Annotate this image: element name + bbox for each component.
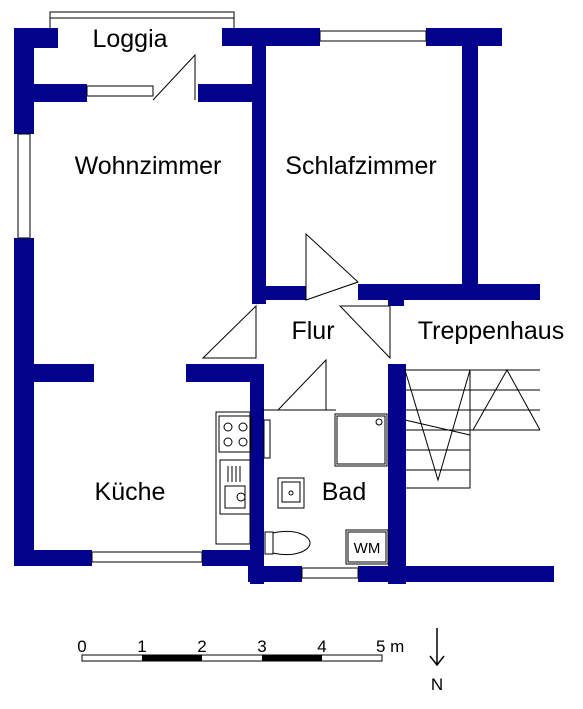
- wall-south-middle: [202, 550, 262, 566]
- door-bath: [277, 358, 327, 411]
- room-label-treppenhaus: Treppenhaus: [418, 317, 564, 345]
- wall-living-bedroom: [252, 28, 266, 304]
- window-living-west: [17, 133, 31, 239]
- bath-radiator: [263, 419, 271, 459]
- door-bedroom-hall: [305, 232, 359, 301]
- scale-bar: 0 1 2 3 4 5 m: [77, 637, 404, 662]
- window-kitchen: [91, 551, 203, 563]
- room-label-kueche: Küche: [95, 478, 166, 506]
- windows: [17, 11, 427, 579]
- walls: [14, 28, 554, 584]
- stove-icon: [218, 415, 252, 453]
- room-label-flur: Flur: [291, 317, 334, 345]
- wall-bedroom-east: [462, 28, 478, 300]
- wall-loggia-left: [14, 28, 34, 90]
- scale-tick-4: 4: [317, 637, 326, 656]
- room-labels: Loggia Wohnzimmer Schlafzimmer Flur Trep…: [75, 25, 565, 506]
- wall-living-kitchen-right: [186, 364, 262, 382]
- wall-west-upper: [14, 84, 34, 134]
- scale-tick-5: 5 m: [376, 637, 404, 656]
- wall-bedroom-south-right: [358, 284, 540, 300]
- shower-tray-icon: [334, 413, 388, 467]
- north-arrowhead-icon: [429, 655, 445, 667]
- doors: [152, 53, 391, 411]
- wall-south-bath-left: [248, 566, 302, 582]
- scale-tick-1: 1: [137, 637, 146, 656]
- wall-stair-post: [388, 284, 404, 306]
- door-living-hall: [201, 304, 257, 359]
- room-label-wohnzimmer: Wohnzimmer: [75, 152, 222, 180]
- scale-tick-3: 3: [257, 637, 266, 656]
- wall-south-left: [14, 550, 92, 566]
- window-bath: [301, 567, 359, 579]
- washing-machine-label: WM: [354, 540, 381, 557]
- door-flat-entrance: [338, 305, 391, 360]
- north-label: N: [431, 675, 443, 694]
- wall-bedroom-south-left: [252, 286, 306, 300]
- window-loggia: [49, 11, 235, 19]
- kitchen-fixtures: [215, 411, 252, 545]
- wall-south-bath-right: [358, 566, 554, 582]
- scale-tick-2: 2: [197, 637, 206, 656]
- scale-tick-0: 0: [77, 637, 86, 656]
- window-living-north: [86, 85, 154, 97]
- window-bedroom: [319, 30, 427, 42]
- staircase: [404, 368, 541, 489]
- door-loggia: [152, 53, 196, 101]
- wall-living-top-right: [198, 84, 262, 102]
- wall-kitchen-bath: [250, 364, 264, 584]
- room-label-loggia: Loggia: [92, 25, 167, 53]
- sink-icon: [219, 459, 251, 515]
- wall-bath-east: [388, 364, 406, 584]
- room-label-bad: Bad: [322, 478, 366, 506]
- wall-living-kitchen-left: [14, 364, 94, 382]
- room-label-schlafzimmer: Schlafzimmer: [285, 152, 436, 180]
- toilet-icon: [264, 530, 311, 556]
- washbasin-icon: [277, 477, 305, 509]
- kitchen-counter: [215, 411, 251, 545]
- wall-west-lower: [14, 238, 34, 566]
- north-arrow: N: [429, 628, 445, 694]
- washing-machine: WM: [345, 529, 389, 565]
- bath-fixtures: WM: [263, 413, 389, 565]
- wall-bedroom-top-left: [222, 28, 320, 46]
